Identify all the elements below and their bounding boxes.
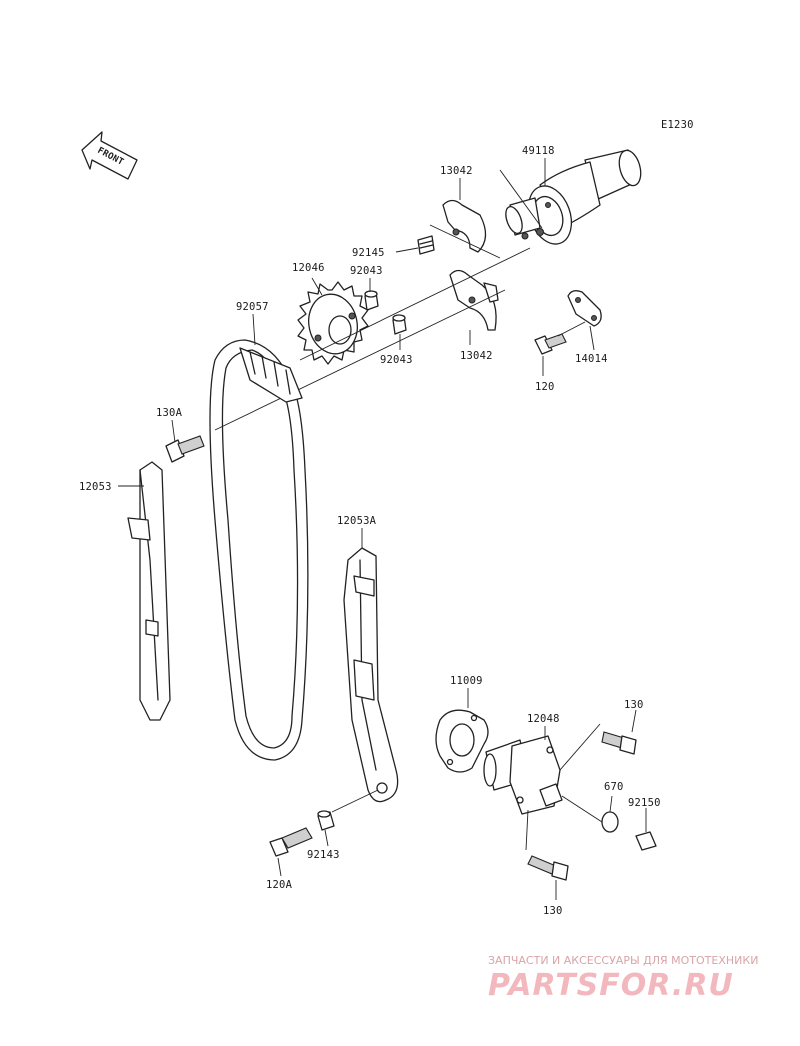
part-label-130A: 130A bbox=[156, 407, 183, 419]
chain-guide bbox=[127, 461, 171, 721]
collar-92143 bbox=[317, 810, 335, 831]
part-label-12053: 12053 bbox=[79, 481, 112, 493]
part-label-12048: 12048 bbox=[527, 713, 560, 725]
cam-chain bbox=[209, 339, 309, 761]
part-label-11009: 11009 bbox=[450, 675, 483, 687]
part-label-92057: 92057 bbox=[236, 301, 269, 313]
decompressor-weight-upper bbox=[429, 199, 501, 259]
part-label-12053A: 12053A bbox=[337, 515, 377, 527]
tensioner-guide bbox=[343, 547, 399, 803]
part-label-130-lower: 130 bbox=[543, 905, 563, 917]
front-arrow-icon: FRONT bbox=[81, 131, 138, 180]
bolt-92150 bbox=[635, 831, 657, 851]
part-label-13042-upper: 13042 bbox=[440, 165, 473, 177]
bolt-130-upper bbox=[601, 731, 637, 755]
part-label-92043-lower: 92043 bbox=[380, 354, 413, 366]
part-label-14014: 14014 bbox=[575, 353, 608, 365]
diagram-code: E1230 bbox=[661, 119, 694, 131]
collar-lower bbox=[392, 314, 407, 335]
part-label-49118: 49118 bbox=[522, 145, 555, 157]
chain-tensioner bbox=[483, 735, 563, 815]
bolt-130A bbox=[165, 435, 205, 463]
o-ring bbox=[601, 811, 619, 833]
watermark-tagline: ЗАПЧАСТИ И АКСЕССУАРЫ ДЛЯ МОТОТЕХНИКИ bbox=[488, 954, 758, 967]
part-label-120A: 120A bbox=[266, 879, 293, 891]
cam-sprocket bbox=[297, 281, 369, 365]
spring bbox=[417, 235, 435, 255]
part-label-92150: 92150 bbox=[628, 797, 661, 809]
collar-upper bbox=[364, 290, 379, 311]
gasket bbox=[435, 709, 489, 773]
part-label-92143: 92143 bbox=[307, 849, 340, 861]
part-label-670: 670 bbox=[604, 781, 624, 793]
bolt-120 bbox=[534, 333, 567, 355]
watermark-brand: PARTSFOR.RU bbox=[488, 968, 734, 1003]
part-label-92043-upper: 92043 bbox=[350, 265, 383, 277]
part-label-13042-lower: 13042 bbox=[460, 350, 493, 362]
decompressor-weight-lower bbox=[449, 269, 499, 331]
part-label-92145: 92145 bbox=[352, 247, 385, 259]
bolt-120A bbox=[269, 827, 313, 857]
plate bbox=[567, 290, 602, 327]
bolt-130-lower bbox=[527, 855, 569, 881]
part-label-130-upper: 130 bbox=[624, 699, 644, 711]
part-label-120: 120 bbox=[535, 381, 555, 393]
camshaft bbox=[499, 149, 642, 245]
part-label-12046: 12046 bbox=[292, 262, 325, 274]
